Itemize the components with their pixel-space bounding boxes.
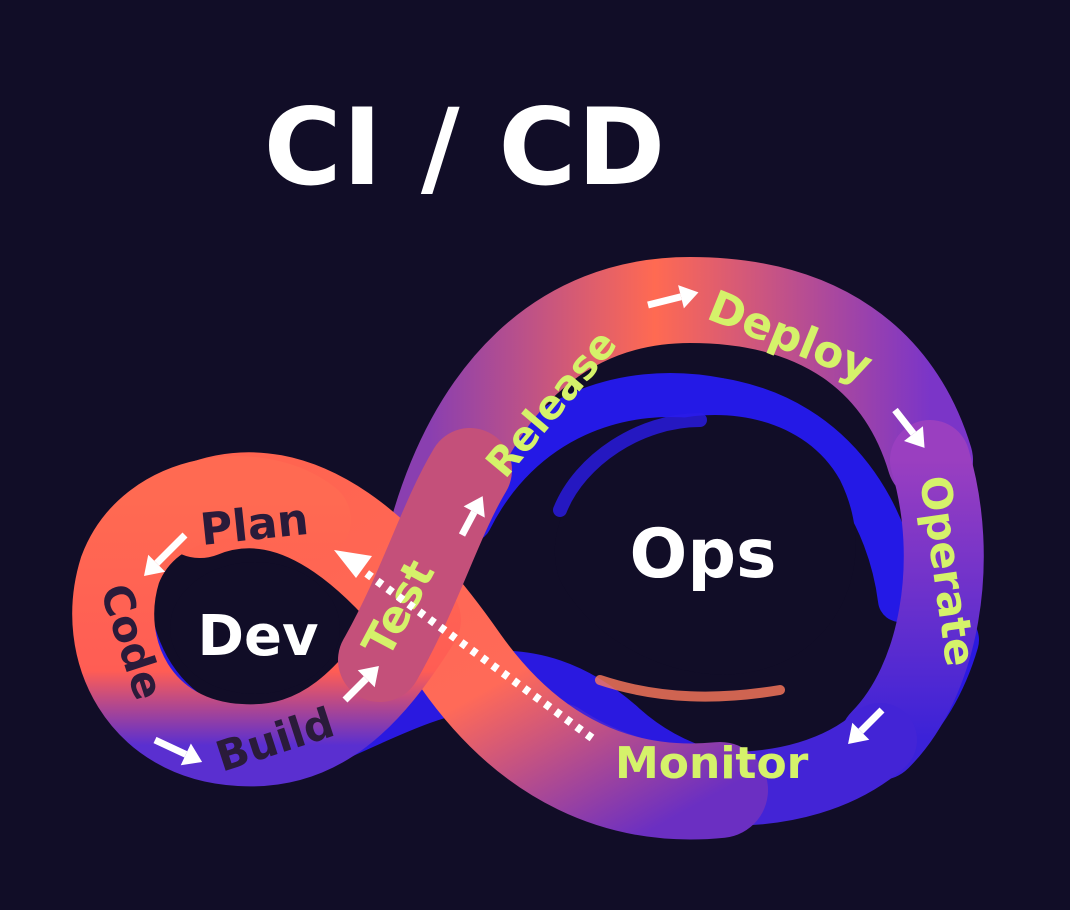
- arrow-test-to-release-icon: [458, 496, 485, 537]
- page-title: CI / CD: [263, 86, 667, 209]
- ops-center-label: Ops: [630, 515, 777, 594]
- highlight-streak: [553, 413, 707, 517]
- arrow-operate-to-monitor-icon: [848, 707, 885, 744]
- arrow-deploy-to-operate-icon: [892, 407, 925, 448]
- dev-center-label: Dev: [198, 604, 319, 669]
- dev-loop: [72, 456, 461, 787]
- dev-hole: [170, 562, 340, 694]
- arrow-release-to-deploy-icon: [647, 285, 699, 309]
- crossing-ribbon-upper: [338, 428, 512, 702]
- ribbon-shadow-ops: [448, 373, 922, 622]
- stage-monitor-label: Monitor: [615, 738, 809, 789]
- stage-plan-label: Plan: [198, 494, 311, 556]
- feedback-dotted-arrow-icon: [334, 550, 595, 742]
- arrow-build-to-test-icon: [342, 666, 379, 703]
- arrow-code-to-build-icon: [153, 736, 203, 766]
- ops-hole: [554, 415, 856, 675]
- arrow-plan-to-code-icon: [143, 532, 188, 577]
- highlight-streak: [595, 675, 785, 702]
